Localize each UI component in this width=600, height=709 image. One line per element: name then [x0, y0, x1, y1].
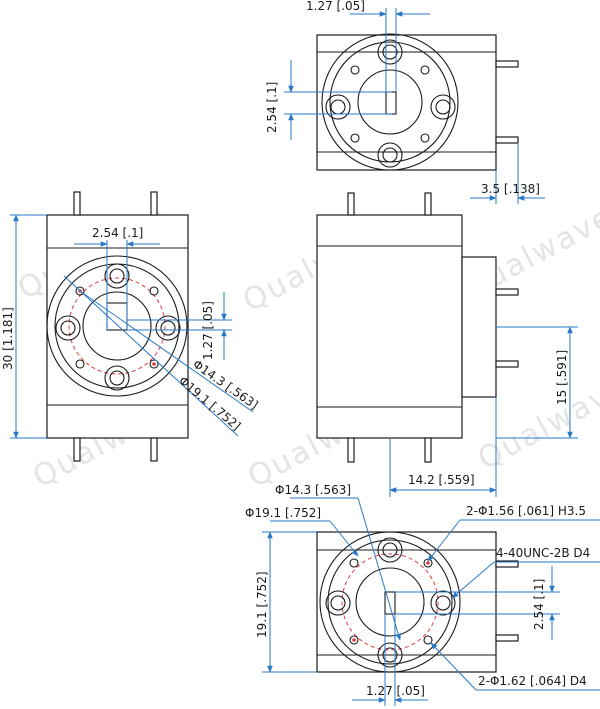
left-view-bolt-circle: [68, 277, 166, 375]
bottom-view-pin: [495, 634, 519, 642]
bottom-view-flange: [319, 531, 461, 673]
bottom-view-dim-right: 2.54 [.1]: [532, 579, 546, 630]
left-view-pin: [150, 191, 158, 216]
top-view-pin: [495, 60, 519, 68]
top-view-body: [316, 34, 497, 171]
top-view-dim-right: 3.5 [.138]: [481, 182, 540, 196]
bottom-view: 19.1 [.752] Φ19.1 [.752] Φ14.3 [.563] 2-…: [245, 483, 600, 706]
bottom-view-body: [316, 531, 497, 673]
bottom-view-dim-height: 19.1 [.752]: [255, 571, 269, 638]
left-view-pin: [73, 191, 81, 216]
side-view-pin: [424, 437, 432, 463]
left-view-dim-height: 30 [1.181]: [1, 307, 15, 370]
side-view-body: [316, 214, 463, 439]
left-view-dim-top: 2.54 [.1]: [92, 226, 143, 240]
side-view-pin: [347, 192, 355, 216]
side-view-pin: [495, 360, 519, 368]
top-view: 1.27 [.05] 2.54 [.1] 3.5 [.138]: [265, 0, 545, 204]
bottom-view-pin: [495, 560, 519, 568]
bottom-view-dim-thread: 4-40UNC-2B D4: [496, 546, 590, 560]
side-view-dim-width: 14.2 [.559]: [408, 473, 475, 487]
bottom-view-dim-holes-bottom: 2-Φ1.62 [.064] D4: [478, 674, 587, 688]
left-view-dim-center: 1.27 [.05]: [201, 301, 215, 360]
bottom-view-dim-dia-large: Φ19.1 [.752]: [245, 506, 321, 520]
side-view-dim-height: 15 [.591]: [555, 350, 569, 405]
top-view-flange: [321, 33, 459, 171]
side-view-pin: [347, 437, 355, 463]
top-view-dim-top: 1.27 [.05]: [306, 0, 365, 13]
side-view: 15 [.591] 14.2 [.559]: [316, 192, 578, 497]
left-view-flange: [46, 255, 188, 397]
bottom-view-bolt-circle: [341, 553, 439, 651]
side-view-pin: [495, 288, 519, 296]
top-view-dim-left: 2.54 [.1]: [265, 82, 279, 133]
left-view-pin: [73, 437, 81, 462]
side-view-pin: [424, 192, 432, 216]
top-view-pin: [495, 136, 519, 144]
bottom-view-dim-holes-top: 2-Φ1.56 [.061] H3.5: [466, 504, 586, 518]
left-view-pin: [150, 437, 158, 462]
side-view-flange: [461, 256, 497, 398]
left-view: 30 [1.181] 2.54 [.1] 1.27 [.05] Φ14.3 [.…: [1, 191, 261, 462]
bottom-view-dim-bottom: 1.27 [.05]: [366, 684, 425, 698]
top-view-waveguide-bore: [357, 69, 423, 135]
bottom-view-dim-dia-small: Φ14.3 [.563]: [275, 483, 351, 497]
